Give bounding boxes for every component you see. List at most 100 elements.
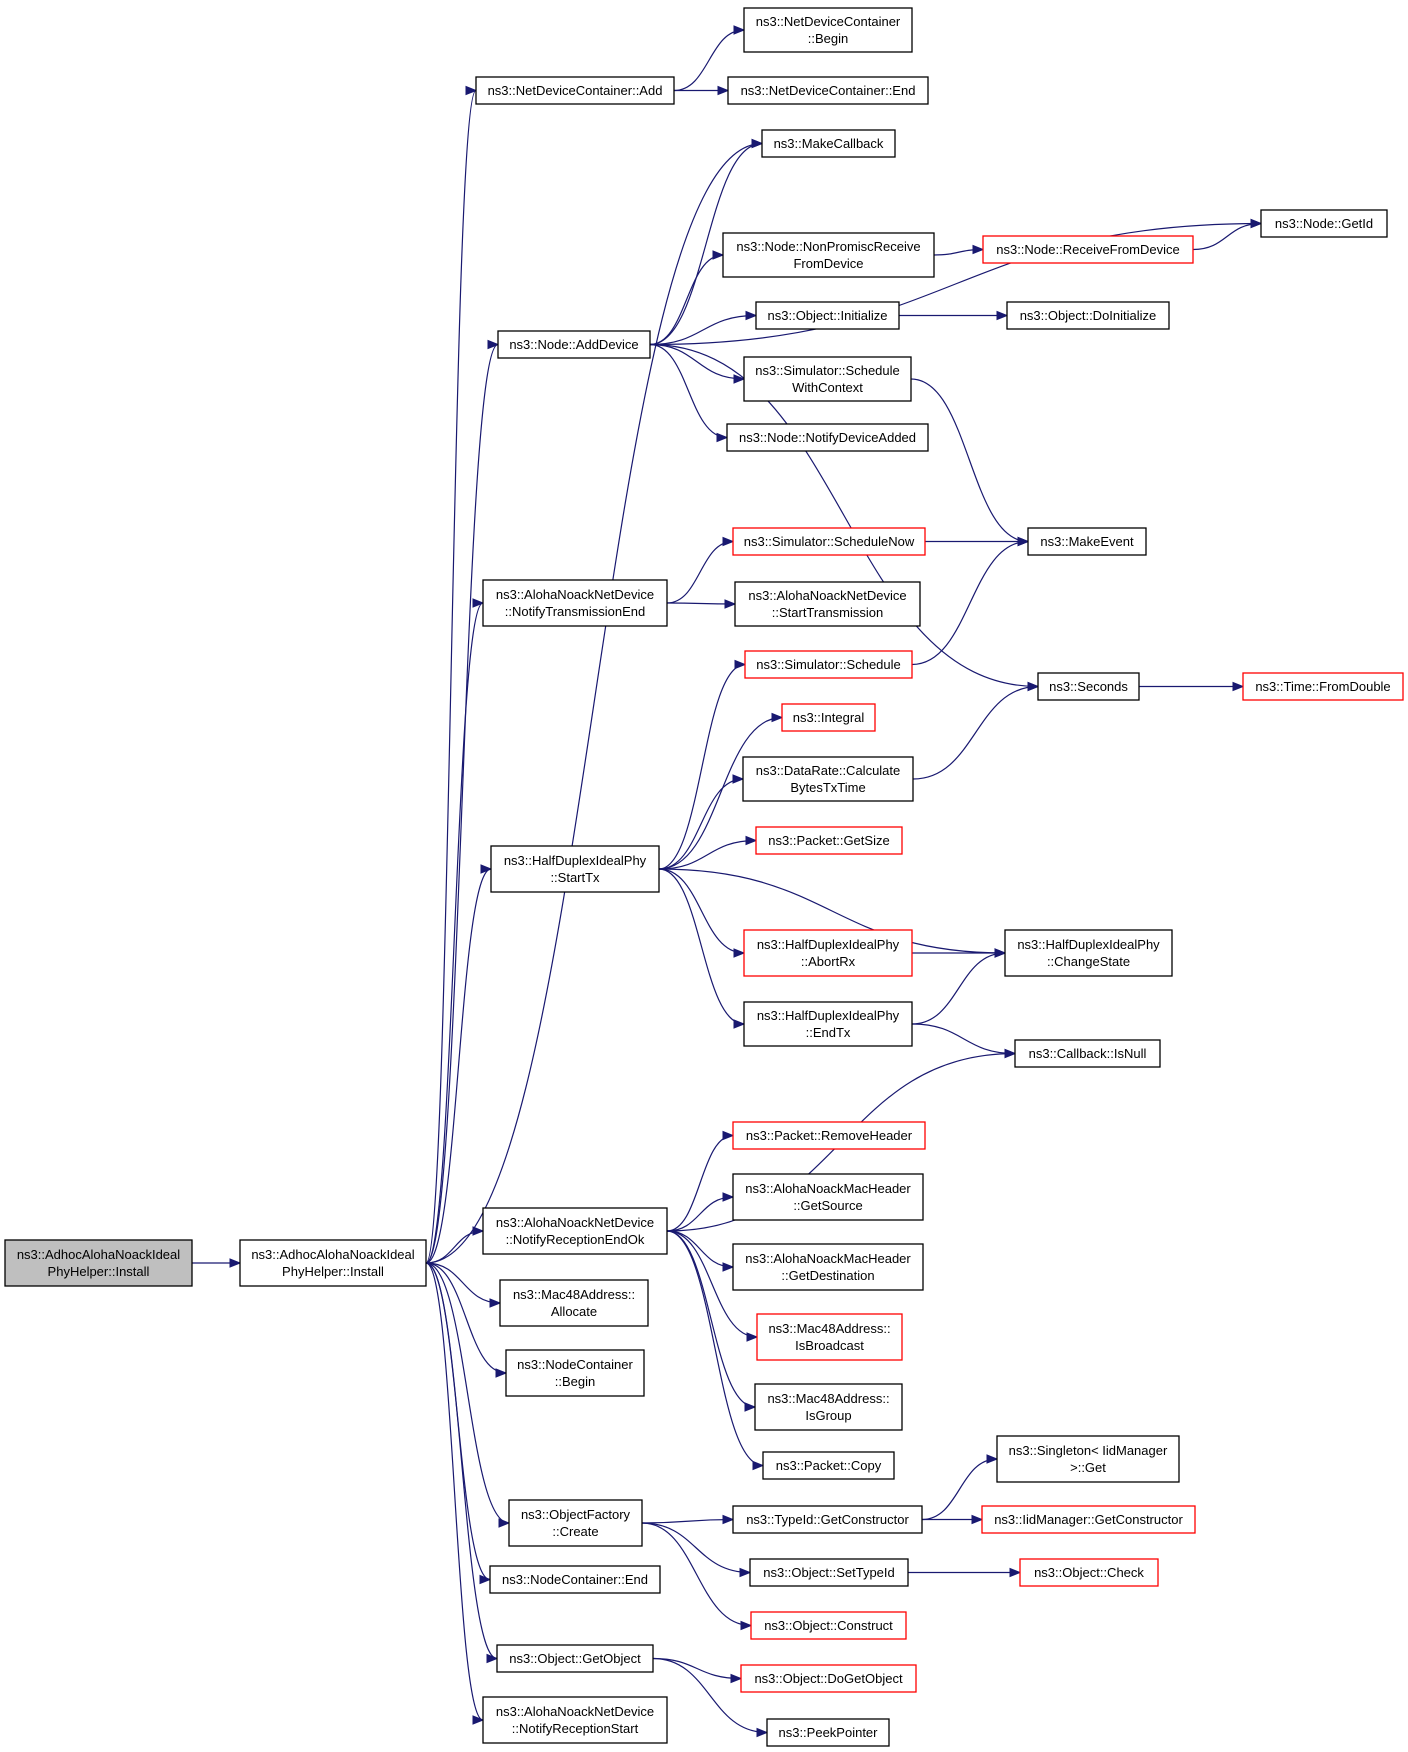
node-make-event[interactable]: ns3::MakeEvent	[1027, 527, 1147, 556]
edge-line	[425, 868, 492, 1264]
call-edge-aloha_notifytxend-to-aloha_starttx	[666, 599, 737, 609]
call-edge-node_adddevice-to-object_initialize	[649, 310, 758, 346]
node-peek-pointer[interactable]: ns3::PeekPointer	[766, 1718, 890, 1747]
edge-line	[425, 1262, 498, 1660]
node-label-line: ns3::AlohaNoackNetDevice	[748, 588, 906, 603]
call-edge-object_getobject-to-object_dogetobject	[652, 1657, 743, 1684]
node-box	[742, 756, 914, 802]
call-edge-aloha_notifyrxendok-to-packet_removeheader	[666, 1130, 735, 1232]
node-make-callback[interactable]: ns3::MakeCallback	[761, 129, 896, 158]
arrowhead-icon	[722, 536, 735, 547]
node-box	[740, 1664, 917, 1693]
node-nc-begin[interactable]: ns3::NodeContainer::Begin	[505, 1349, 645, 1397]
node-label-line: ns3::Node::AddDevice	[509, 337, 638, 352]
node-node-notifydeviceadded[interactable]: ns3::Node::NotifyDeviceAdded	[726, 423, 929, 452]
arrowhead-icon	[986, 1454, 999, 1464]
node-ndc-end[interactable]: ns3::NetDeviceContainer::End	[727, 76, 929, 105]
edge-line	[911, 1023, 1016, 1055]
node-packet-removeheader[interactable]: ns3::Packet::RemoveHeader	[732, 1121, 926, 1150]
node-aloha-notifytxend[interactable]: ns3::AlohaNoackNetDevice::NotifyTransmis…	[482, 579, 668, 627]
node-object-check[interactable]: ns3::Object::Check	[1019, 1558, 1159, 1587]
node-label-line: ns3::TypeId::GetConstructor	[746, 1512, 909, 1527]
call-edge-hdip_starttx-to-sim_schedule	[658, 659, 747, 870]
node-label-line: ns3::AlohaNoackMacHeader	[745, 1251, 911, 1266]
node-box	[722, 232, 935, 278]
node-object-getobject[interactable]: ns3::Object::GetObject	[496, 1644, 654, 1673]
node-label-line: ns3::Packet::Copy	[776, 1458, 882, 1473]
node-hdip-changestate[interactable]: ns3::HalfDuplexIdealPhy::ChangeState	[1004, 929, 1173, 977]
node-object-doinitialize[interactable]: ns3::Object::DoInitialize	[1006, 301, 1170, 330]
node-hdip-abortrx[interactable]: ns3::HalfDuplexIdealPhy::AbortRx	[743, 929, 913, 977]
node-sim-schedule[interactable]: ns3::Simulator::Schedule	[744, 650, 913, 679]
nodes-layer: ns3::AdhocAlohaNoackIdealPhyHelper::Inst…	[4, 7, 1404, 1747]
node-box	[981, 1505, 1196, 1534]
edge-line	[911, 540, 1029, 666]
node-label-line: ::NotifyReceptionStart	[512, 1721, 639, 1736]
node-sim-schedulenow[interactable]: ns3::Simulator::ScheduleNow	[732, 527, 926, 556]
call-edge-install-to-of_create	[425, 1262, 511, 1528]
node-aloha-notifyrxendok[interactable]: ns3::AlohaNoackNetDevice::NotifyReceptio…	[482, 1207, 668, 1255]
node-node-receivefrom[interactable]: ns3::Node::ReceiveFromDevice	[982, 235, 1194, 264]
call-edge-install-to-node_adddevice	[425, 339, 500, 1264]
node-box	[996, 1435, 1180, 1483]
arrowhead-icon	[1027, 681, 1040, 692]
node-object-initialize[interactable]: ns3::Object::Initialize	[755, 301, 900, 330]
node-label-line: ::NotifyReceptionEndOk	[506, 1232, 645, 1247]
node-hdip-starttx[interactable]: ns3::HalfDuplexIdealPhy::StartTx	[490, 845, 660, 893]
arrowhead-icon	[724, 599, 737, 609]
arrowhead-icon	[717, 85, 730, 96]
call-edge-ndc_add-to-ndc_begin	[673, 25, 746, 92]
node-typeid-getctor[interactable]: ns3::TypeId::GetConstructor	[732, 1505, 923, 1534]
node-aloha-notifyrxstart[interactable]: ns3::AlohaNoackNetDevice::NotifyReceptio…	[482, 1696, 668, 1744]
call-edge-hdip_starttx-to-hdip_endtx	[658, 868, 746, 1029]
node-mac-getsource[interactable]: ns3::AlohaNoackMacHeader::GetSource	[732, 1173, 924, 1221]
edge-line	[425, 89, 477, 1264]
node-callback-isnull[interactable]: ns3::Callback::IsNull	[1014, 1039, 1161, 1068]
node-time-fromdouble[interactable]: ns3::Time::FromDouble	[1242, 672, 1404, 701]
node-packet-getsize[interactable]: ns3::Packet::GetSize	[755, 826, 903, 855]
call-edge-aloha_notifyrxendok-to-mac_getdest	[666, 1230, 735, 1272]
node-box	[1019, 1558, 1159, 1587]
node-of-create[interactable]: ns3::ObjectFactory::Create	[508, 1499, 643, 1547]
node-label-line: ns3::Time::FromDouble	[1255, 679, 1390, 694]
node-ndc-begin[interactable]: ns3::NetDeviceContainer::Begin	[743, 7, 913, 53]
node-mac48-allocate[interactable]: ns3::Mac48Address::Allocate	[499, 1279, 649, 1327]
node-mac-getdest[interactable]: ns3::AlohaNoackMacHeader::GetDestination	[732, 1243, 924, 1291]
node-nc-end[interactable]: ns3::NodeContainer::End	[489, 1565, 661, 1594]
node-label-line: ::GetSource	[793, 1198, 862, 1213]
arrowhead-icon	[740, 1620, 753, 1631]
node-node-adddevice[interactable]: ns3::Node::AddDevice	[497, 330, 651, 359]
node-integral[interactable]: ns3::Integral	[781, 703, 876, 732]
node-aloha-starttx[interactable]: ns3::AlohaNoackNetDevice::StartTransmiss…	[734, 581, 921, 627]
node-box	[743, 7, 913, 53]
node-hdip-endtx[interactable]: ns3::HalfDuplexIdealPhy::EndTx	[743, 1001, 913, 1047]
arrowhead-icon	[1004, 1048, 1017, 1059]
node-node-getid[interactable]: ns3::Node::GetId	[1260, 209, 1388, 238]
call-edge-hdip_starttx-to-datarate_calc	[658, 774, 745, 870]
node-seconds[interactable]: ns3::Seconds	[1037, 672, 1140, 701]
call-edge-install-to-aloha_notifytxend	[425, 598, 485, 1264]
node-object-dogetobject[interactable]: ns3::Object::DoGetObject	[740, 1664, 917, 1693]
node-label-line: ::Begin	[555, 1374, 595, 1389]
node-install[interactable]: ns3::AdhocAlohaNoackIdealPhyHelper::Inst…	[239, 1239, 427, 1287]
node-singleton-get[interactable]: ns3::Singleton< IidManager>::Get	[996, 1435, 1180, 1483]
arrowhead-icon	[716, 432, 729, 443]
node-iidmgr-getctor[interactable]: ns3::IidManager::GetConstructor	[981, 1505, 1196, 1534]
edge-line	[658, 868, 745, 1025]
node-mac48-isbroadcast[interactable]: ns3::Mac48Address::IsBroadcast	[756, 1313, 903, 1361]
node-box	[755, 826, 903, 855]
node-ndc-add[interactable]: ns3::NetDeviceContainer::Add	[475, 76, 675, 105]
arrowhead-icon	[733, 948, 746, 958]
node-mac48-isgroup[interactable]: ns3::Mac48Address::IsGroup	[754, 1383, 903, 1431]
node-object-settypeid[interactable]: ns3::Object::SetTypeId	[749, 1558, 909, 1587]
node-packet-copy[interactable]: ns3::Packet::Copy	[762, 1451, 895, 1480]
arrowhead-icon	[1017, 536, 1030, 547]
edge-line	[912, 685, 1039, 780]
node-object-construct[interactable]: ns3::Object::Construct	[750, 1611, 907, 1640]
node-label-line: ns3::AlohaNoackNetDevice	[496, 587, 654, 602]
arrowhead-icon	[746, 1332, 759, 1342]
call-edge-seconds-to-time_fromdouble	[1139, 681, 1245, 692]
